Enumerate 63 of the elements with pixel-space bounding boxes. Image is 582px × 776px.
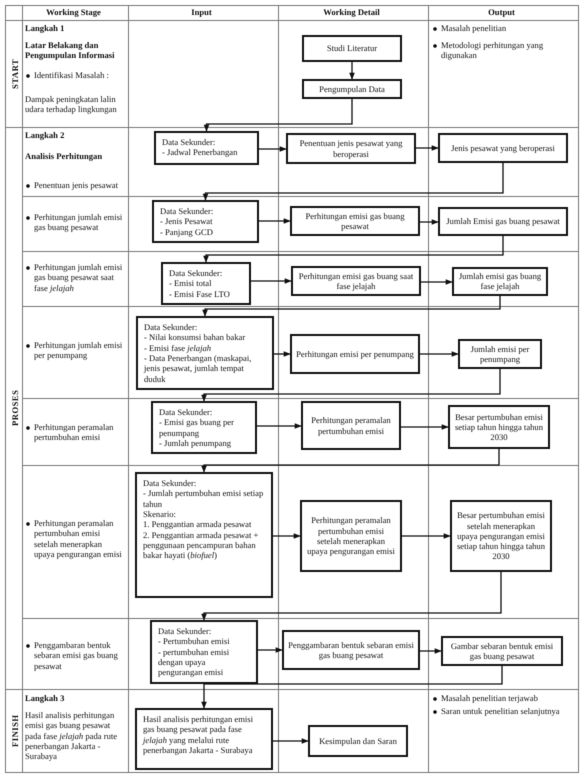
process-box: Jenis pesawat yang beroperasi [438,133,568,163]
arrow [201,369,501,402]
step-title: Analisis Perhitungan [25,151,104,162]
arrow [204,99,353,132]
arrow [421,279,453,285]
arrow [402,533,451,539]
process-box: Besar pertumbuhan emisi setiap tahun hingga tahun 2030 [448,405,550,449]
arrow [202,163,504,201]
arrow [420,219,439,225]
stage-label: PROSES [10,390,20,426]
arrow [203,236,504,263]
arrow [257,423,302,429]
process-box: Penentuan jenis pesawat yang beroperasi [286,133,416,164]
process-box: Perhitungan emisi gas buang pesawat [290,206,420,236]
column-header: Output [487,7,516,18]
arrow [259,218,291,224]
process-box: Studi Literatur [302,35,402,62]
step-title: Langkah 3 [25,693,66,704]
input-box: Data Sekunder: - Jumlah pertumbuhan emisi setiap tahun Skenario: 1. Penggantian armada pesawat 2. Penggantian armada pesawat + penggunaan pencampuran bahan bakar hayati (biofuel) [135,472,273,598]
arrow [259,146,287,152]
arrow [251,278,292,284]
stage-label: START [10,58,20,89]
process-box: Jumlah Emisi gas buang pesawat [438,207,568,236]
process-box: Kesimpulan dan Saran [308,725,408,757]
arrow [274,351,291,357]
process-box: Perhitungan emisi per penumpang [290,334,420,374]
input-box: Data Sekunder: - Jenis Pesawat - Panjang GCD [152,200,259,243]
description-text: Hasil analisis perhitungan emisi gas buang pesawat pada fase jelajah pada rute penerbangan Jakarta - Surabaya [25,710,118,762]
column-header: Working Detail [322,7,381,18]
input-box: Data Sekunder: - Emisi total - Emisi Fase LTO [161,262,251,305]
stage-label: FINISH [10,714,20,747]
arrow [201,449,500,473]
input-box: Data Sekunder: - Pertumbuhan emisi - pertumbuhan emisi dengan upaya pengurangan emisi [150,620,258,684]
arrow [273,738,309,744]
arrow [273,533,301,539]
process-box: Perhitungan peramalan pertumbuhan emisi setelah menerapkan upaya pengurangan emisi [300,500,402,572]
arrow [201,666,503,709]
process-box: Besar pertumbuhan emisi setelah menerapkan upaya pengurangan emisi setiap tahun hingga tahun 2030 [450,500,552,572]
input-box: Data Sekunder: - Nilai konsumsi bahan bakar - Emisi fase jelajah - Data Penerbangan (maskapai, jenis pesawat, jumlah tempat duduk [136,316,274,390]
column-header: Working Stage [45,7,102,18]
process-box: Perhitungan peramalan pertumbuhan emisi [301,401,401,450]
input-box: Data Sekunder: - Jadwal Penerbangan [154,131,259,165]
arrow [258,647,283,653]
input-box: Data Sekunder: - Emisi gas buang per penumpang - Jumlah penumpang [151,401,257,454]
arrow [202,296,501,317]
process-box: Penggambaran bentuk sebaran emisi gas buang pesawat [282,630,420,670]
arrow [416,145,439,151]
input-box: Hasil analisis perhitungan emisi gas buang pesawat pada fase jelajah yang melalui rute penerbangan Jakarta - Surabaya [135,708,273,770]
step-title: Langkah 1 [25,23,66,34]
column-header: Input [190,7,213,18]
process-box: Jumlah emisi gas buang fase jelajah [452,267,548,296]
step-title: Langkah 2 [25,130,66,140]
description-text: Dampak peningkatan lalin udara terhadap lingkungan [25,94,118,115]
process-box: Jumlah emisi per penumpang [458,339,542,369]
arrow [201,572,502,621]
process-box: Perhitungan emisi gas buang saat fase jelajah [291,266,421,296]
process-box: Gambar sebaran bentuk emisi gas buang pesawat [441,636,563,666]
arrow [401,424,449,430]
step-title: Latar Belakang dan Pengumpulan Informasi [25,40,116,61]
arrow [420,648,442,654]
arrow [349,62,355,80]
arrow [420,351,459,357]
process-box: Pengumpulan Data [302,79,402,99]
